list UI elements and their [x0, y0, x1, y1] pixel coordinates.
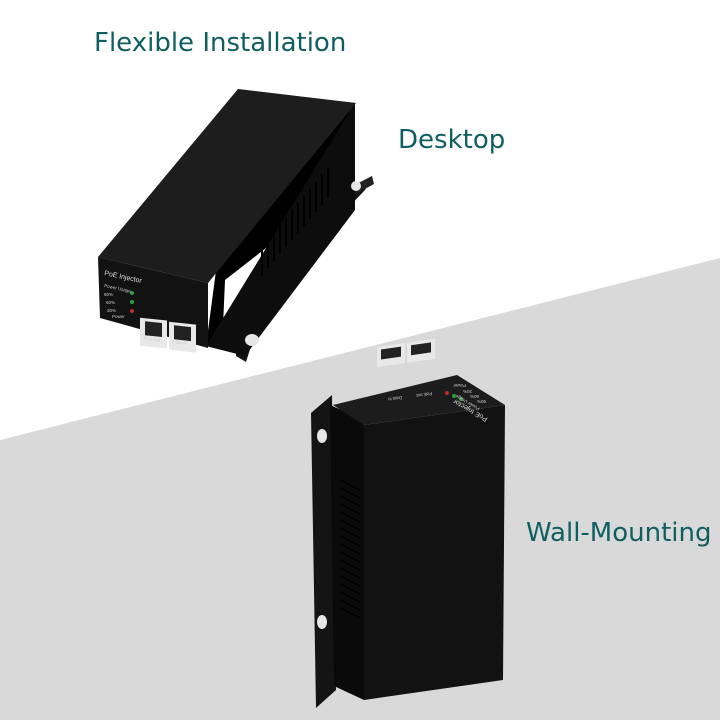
desktop-led-90	[130, 291, 134, 295]
desktop-label-power-usage: Power Usage	[104, 283, 132, 294]
desktop-vent-slots	[261, 168, 329, 276]
desktop-mount-hole-back	[351, 181, 361, 191]
wall-label-90: 90%	[477, 399, 486, 404]
desktop-label-power: Power	[112, 314, 125, 319]
wall-led-30	[445, 391, 449, 395]
wall-front-face	[364, 405, 505, 700]
wall-led-90	[459, 397, 463, 401]
desktop-led-30	[130, 309, 134, 313]
wall-label-30: 30%	[463, 389, 472, 394]
wall-mounting-label: Wall-Mounting	[526, 518, 712, 548]
desktop-top-panel	[98, 89, 356, 283]
wall-label-data-in: Data in	[387, 395, 402, 402]
desktop-label-30: 30%	[107, 308, 116, 313]
wall-mount-hole-top	[317, 429, 327, 443]
wall-label-60: 60%	[470, 394, 479, 399]
wall-label-power: Power	[453, 383, 466, 388]
wall-mount-hole-bottom	[317, 615, 327, 629]
desktop-poe-injector-image: PoE Injector Power Usage 90% 60% 30% Pow…	[98, 89, 374, 362]
wall-vent-slots	[339, 479, 361, 619]
desktop-led-60	[130, 300, 134, 304]
wall-label-poe-out: PoE out	[415, 391, 432, 398]
wall-led-60	[452, 394, 456, 398]
desktop-label-data-in: Data in	[172, 339, 187, 346]
desktop-mount-hole-front	[245, 334, 259, 346]
desktop-label: Desktop	[398, 125, 506, 155]
page-heading: Flexible Installation	[94, 28, 347, 58]
desktop-label-60: 60%	[106, 300, 115, 305]
desktop-label-90: 90%	[104, 292, 113, 297]
wall-mounting-flange	[311, 395, 336, 708]
wall-poe-injector-image: PoE Injector Power Usage 90% 60% 30% Pow…	[311, 338, 505, 708]
desktop-label-poe-out: PoE out	[144, 336, 161, 343]
wall-top-face	[333, 375, 505, 425]
wall-side-panel	[330, 405, 364, 700]
